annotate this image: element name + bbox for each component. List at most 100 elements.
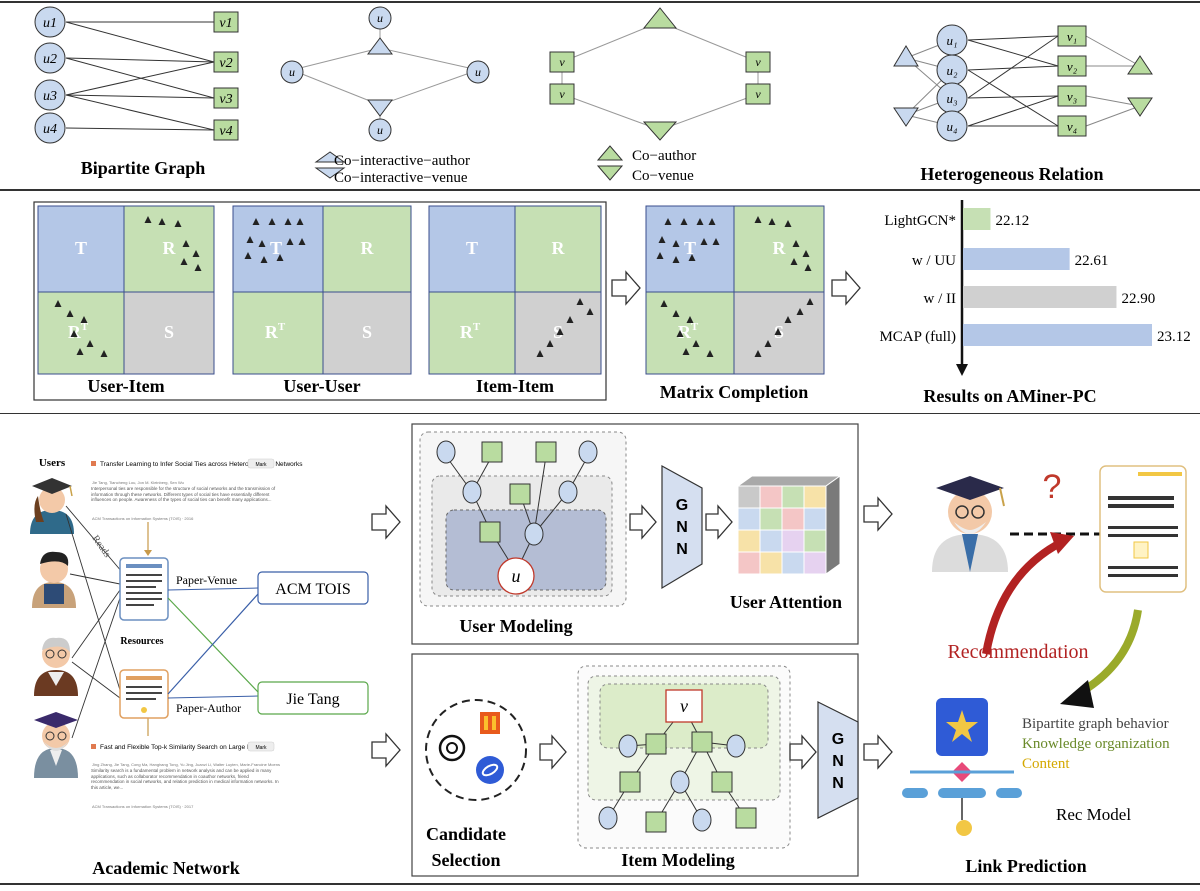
llm-logo-2-icon — [480, 712, 500, 734]
legend-co-interactive-author: Co−interactive−author — [334, 153, 470, 169]
paper1-title: Transfer Learning to Infer Social Ties a… — [100, 461, 303, 468]
svg-text:User-Item: User-Item — [87, 376, 164, 396]
user-modeling-title: User Modeling — [459, 616, 572, 636]
link-prediction-title: Link Prediction — [965, 856, 1086, 876]
mark-button-1[interactable]: Mark — [255, 462, 267, 468]
v2-label: v2 — [219, 56, 232, 71]
attention-cell — [759, 507, 783, 531]
arrow-to-completion-icon — [611, 270, 641, 306]
svg-text:v₄: v₄ — [1067, 119, 1078, 134]
svg-text:RT: RT — [265, 321, 286, 342]
item-node-v2 — [213, 51, 239, 73]
venue-node-label: ACM TOIS — [275, 581, 350, 598]
results-title: Results on AMiner-PC — [923, 386, 1096, 406]
svg-text:T: T — [466, 238, 478, 258]
attention-cell — [737, 507, 761, 531]
item-node-v4 — [213, 119, 239, 141]
scholar-avatar-icon — [932, 476, 1008, 572]
user-node-u2 — [34, 42, 66, 74]
bar-value-label-2: 22.90 — [1121, 291, 1155, 307]
u-node-label: u — [512, 566, 521, 586]
svg-text:N: N — [832, 775, 844, 792]
rec-line-2: Knowledge organization — [1022, 736, 1170, 752]
gnn-block-1 — [661, 464, 703, 590]
recommendation-arrow — [982, 538, 1064, 655]
svg-text:v: v — [755, 55, 761, 69]
svg-text:Item-Item: Item-Item — [476, 376, 554, 396]
attention-cell — [803, 551, 827, 575]
paper-venue-label: Paper-Venue — [176, 573, 237, 587]
rec-line-3: Content — [1022, 756, 1070, 772]
arrow-to-link-2-icon — [863, 734, 893, 770]
legend-co-author: Co−author — [632, 148, 696, 164]
arrow-to-candidate-icon — [371, 732, 401, 768]
llm-logo-1-icon — [438, 734, 466, 762]
matrix-item-item: T R RT S Item-Item — [428, 205, 602, 396]
bar-category-label-1: w / UU — [912, 253, 956, 269]
svg-text:u: u — [475, 65, 481, 79]
paper-author-label: Paper-Author — [176, 701, 241, 715]
candidate-title-2: Selection — [432, 850, 501, 870]
recommendation-label: Recommendation — [947, 641, 1088, 663]
svg-text:RT: RT — [460, 321, 481, 342]
rec-model-icon — [902, 698, 1022, 836]
author-node — [257, 681, 369, 715]
academic-network-title: Academic Network — [92, 858, 239, 878]
svg-text:v₁: v₁ — [1067, 29, 1077, 44]
user-attention-cube — [736, 475, 842, 575]
attention-cell — [737, 485, 761, 509]
bar-1 — [963, 248, 1070, 270]
svg-text:v₃: v₃ — [1067, 89, 1077, 104]
svg-text:Jie Tang, Tiancheng Lou, Jon M: Jie Tang, Tiancheng Lou, Jon M. Kleinber… — [92, 480, 184, 485]
svg-text:RT: RT — [678, 321, 699, 342]
paper-card-1[interactable]: Transfer Learning to Infer Social Ties a… — [88, 458, 303, 521]
paper-card-2[interactable]: Fast and Flexible Top-k Similarity Searc… — [88, 740, 284, 810]
co-interactive-graph: uu uu Co−interactive−author Co−interacti… — [280, 6, 490, 186]
svg-text:v: v — [755, 87, 761, 101]
svg-text:N: N — [676, 519, 688, 536]
reads-label: Reads — [90, 533, 113, 559]
question-mark: ? — [1043, 468, 1062, 506]
attention-cell — [803, 529, 827, 553]
v4-label: v4 — [219, 124, 232, 139]
svg-text:S: S — [164, 322, 174, 342]
legend-co-venue: Co−venue — [632, 168, 694, 184]
svg-text:T: T — [270, 238, 282, 258]
user-node-u4 — [34, 112, 66, 144]
bar-category-label-2: w / II — [924, 291, 957, 307]
user-avatar-4-icon — [34, 712, 78, 778]
svg-text:v: v — [559, 87, 565, 101]
svg-text:u₃: u₃ — [946, 91, 957, 106]
arrow-to-link-1-icon — [863, 496, 893, 532]
attention-cell — [781, 485, 805, 509]
user-node-u3 — [34, 79, 66, 111]
svg-text:Matrix Completion: Matrix Completion — [660, 382, 808, 402]
v1-label: v1 — [219, 16, 232, 31]
v3-label: v3 — [219, 92, 232, 107]
user-avatar-1-icon — [30, 478, 74, 534]
svg-text:N: N — [676, 541, 688, 558]
hetero-title: Heterogeneous Relation — [920, 164, 1103, 184]
user-avatar-3-icon — [34, 637, 78, 696]
attention-cell — [737, 551, 761, 575]
svg-text:R: R — [361, 238, 375, 258]
arrow-to-results-icon — [831, 270, 861, 306]
row2-matrices: T R RT S User-Item T R RT S User-User T … — [0, 200, 1200, 414]
svg-text:u: u — [289, 65, 295, 79]
attention-cell — [759, 485, 783, 509]
matrix-user-item: T R RT S User-Item — [37, 205, 215, 396]
resource-doc-1-icon — [119, 557, 169, 621]
row1-graphs: u1 u2 u3 u4 v1 v2 v3 v4 Bipartite Graph … — [0, 1, 1200, 191]
svg-text:User-User: User-User — [283, 376, 360, 396]
user-attention-title: User Attention — [730, 592, 842, 612]
svg-text:R: R — [773, 238, 787, 258]
user-avatar-2-icon — [32, 551, 76, 608]
attention-cell — [803, 485, 827, 509]
legend-co-interactive-venue: Co−interactive−venue — [334, 170, 468, 186]
bar-value-label-1: 22.61 — [1075, 253, 1109, 269]
svg-text:G: G — [832, 731, 844, 748]
attention-cell — [737, 529, 761, 553]
mark-button-2[interactable]: Mark — [255, 745, 267, 751]
